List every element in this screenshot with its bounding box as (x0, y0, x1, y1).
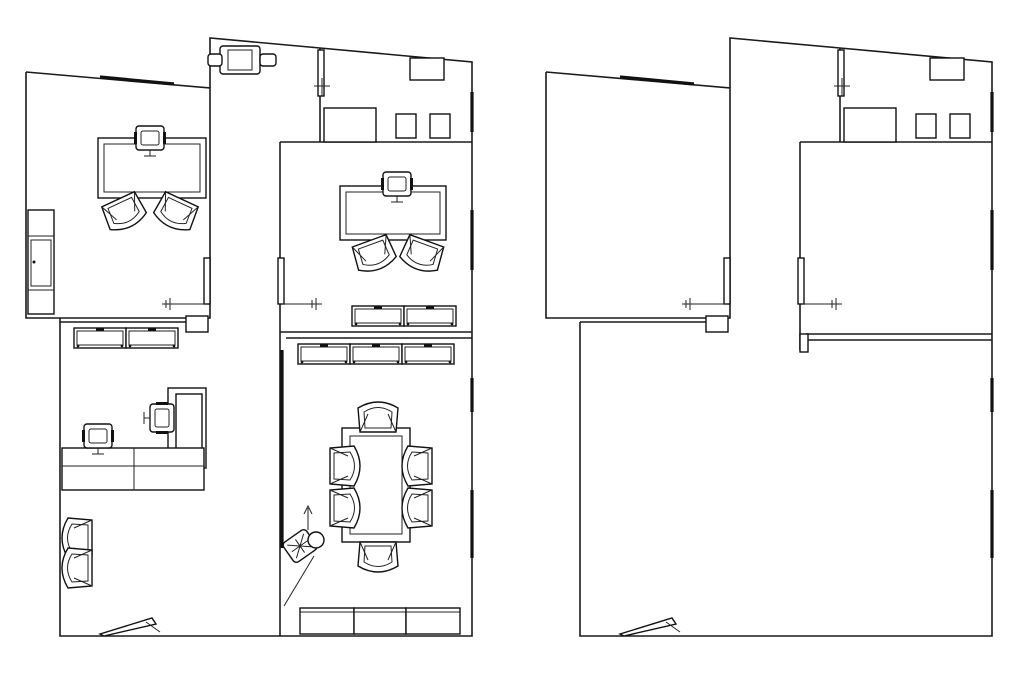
right-walls (545, 37, 994, 637)
meeting-room-furniture (282, 343, 461, 635)
work-area-furniture (61, 327, 207, 589)
right-floor-plan (545, 37, 994, 637)
copier-unit (207, 45, 277, 75)
left-doors (98, 49, 330, 637)
left-floor-plan (25, 37, 474, 637)
left-office-furniture (27, 125, 207, 315)
right-doors (618, 49, 850, 637)
left-walls (25, 37, 474, 637)
top-office-furniture (339, 171, 457, 327)
